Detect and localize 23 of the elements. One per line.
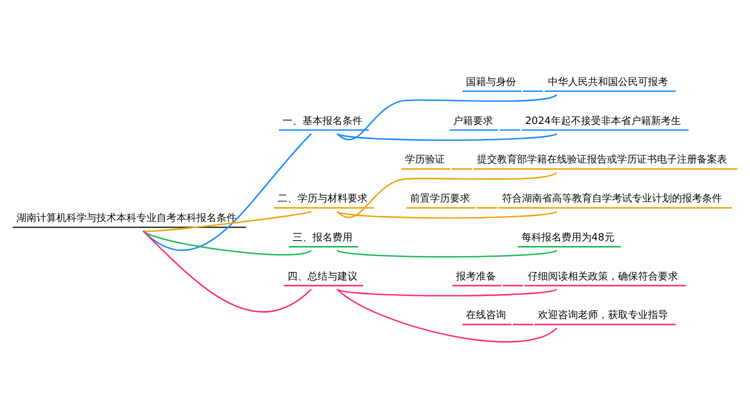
node-text: 国籍与身份 中华人民共和国公民可报考	[466, 76, 668, 88]
connector	[143, 210, 312, 232]
connector	[142, 230, 312, 255]
node-text: 每科报名费用为48元	[522, 232, 614, 243]
node-text: 湖南计算机科学与技术本科专业自考本科报名条件	[16, 212, 236, 224]
node-text: 一、基本报名条件	[282, 115, 362, 126]
node-text: 在线咨询 欢迎咨询老师，获取专业指导	[466, 310, 668, 321]
connector	[142, 230, 312, 312]
node-text: 学历验证 提交教育部学籍在线验证报告或学历证书电子注册备案表	[404, 154, 727, 166]
node-text: 二、学历与材料要求	[277, 193, 368, 204]
node-text: 户籍要求 2024年起不接受非本省户籍新考生	[453, 115, 681, 126]
connector	[336, 249, 558, 258]
connector	[336, 288, 558, 296]
node-text: 报考准备 仔细阅读相关政策，确保符合要求	[456, 270, 678, 282]
connector	[336, 288, 558, 342]
connector	[336, 132, 558, 140]
connector	[336, 210, 558, 218]
connector	[336, 94, 558, 140]
node-text: 三、报名费用	[292, 232, 353, 243]
connector	[142, 132, 312, 250]
connector	[336, 171, 558, 218]
node-text: 四、总结与建议	[288, 270, 358, 282]
node-text: 前置学历要求 符合湖南省高等教育自学考试专业计划的报考条件	[410, 193, 722, 204]
